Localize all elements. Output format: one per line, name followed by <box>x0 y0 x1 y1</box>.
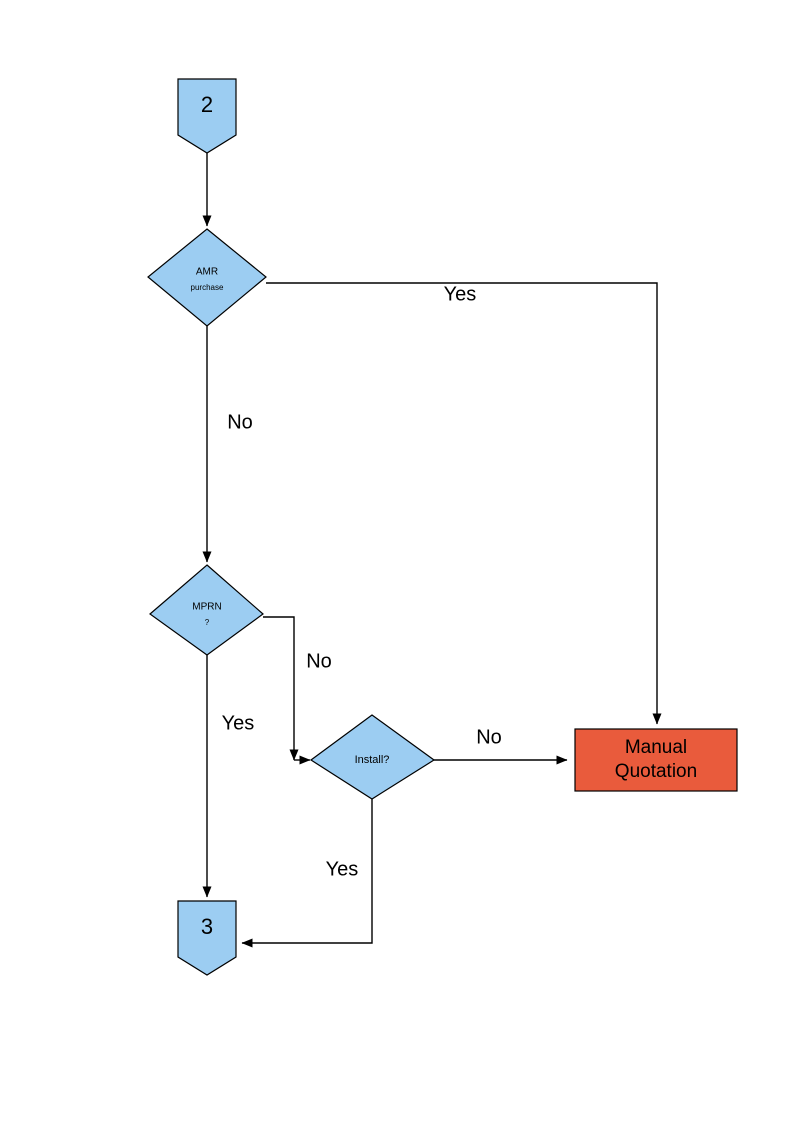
install-decision-label: Install? <box>355 754 390 766</box>
mprn-decision-shape[interactable] <box>149 564 264 656</box>
node-start-connector[interactable]: 2 <box>177 78 237 154</box>
install-decision-shape[interactable] <box>309 714 436 800</box>
amr-decision-label-line2: purchase <box>191 283 224 292</box>
edge-install-yes-line <box>241 798 373 948</box>
edge-amr-no: No <box>202 326 253 563</box>
manual-quotation-label-line2: Quotation <box>615 761 697 782</box>
edge-label-mprn-no: No <box>306 650 332 672</box>
node-install-decision[interactable]: Install? <box>309 714 436 800</box>
edge-label-mprn-yes: Yes <box>222 712 255 734</box>
manual-quotation-label-line1: Manual <box>625 737 687 758</box>
node-mprn-decision[interactable]: MPRN ? <box>149 564 264 656</box>
mprn-decision-label-line2: ? <box>205 618 210 627</box>
start-connector-label: 2 <box>201 92 213 117</box>
node-manual-quotation[interactable]: Manual Quotation <box>574 728 738 792</box>
edge-label-install-yes: Yes <box>326 858 359 880</box>
edge-mprn-no: No <box>263 616 332 765</box>
node-amr-decision[interactable]: AMR purchase <box>147 228 267 327</box>
edge-install-no: No <box>434 726 568 765</box>
edge-label-amr-no: No <box>227 411 253 433</box>
amr-decision-label-line1: AMR <box>196 267 218 278</box>
start-connector-shape[interactable] <box>177 78 237 154</box>
amr-decision-shape[interactable] <box>147 228 267 327</box>
edge-amr-yes: Yes <box>266 282 662 725</box>
edge-amr-yes-line <box>266 282 662 725</box>
end-connector-shape[interactable] <box>177 900 237 976</box>
edge-mprn-yes: Yes <box>202 655 255 898</box>
edge-label-amr-yes: Yes <box>444 283 477 305</box>
edge-label-install-no: No <box>476 726 502 748</box>
manual-quotation-shape[interactable] <box>574 728 738 792</box>
end-connector-label: 3 <box>201 914 213 939</box>
mprn-decision-label-line1: MPRN <box>192 602 221 613</box>
edge-mprn-no-line <box>263 616 299 761</box>
node-end-connector[interactable]: 3 <box>177 900 237 976</box>
edge-install-yes: Yes <box>241 798 373 948</box>
